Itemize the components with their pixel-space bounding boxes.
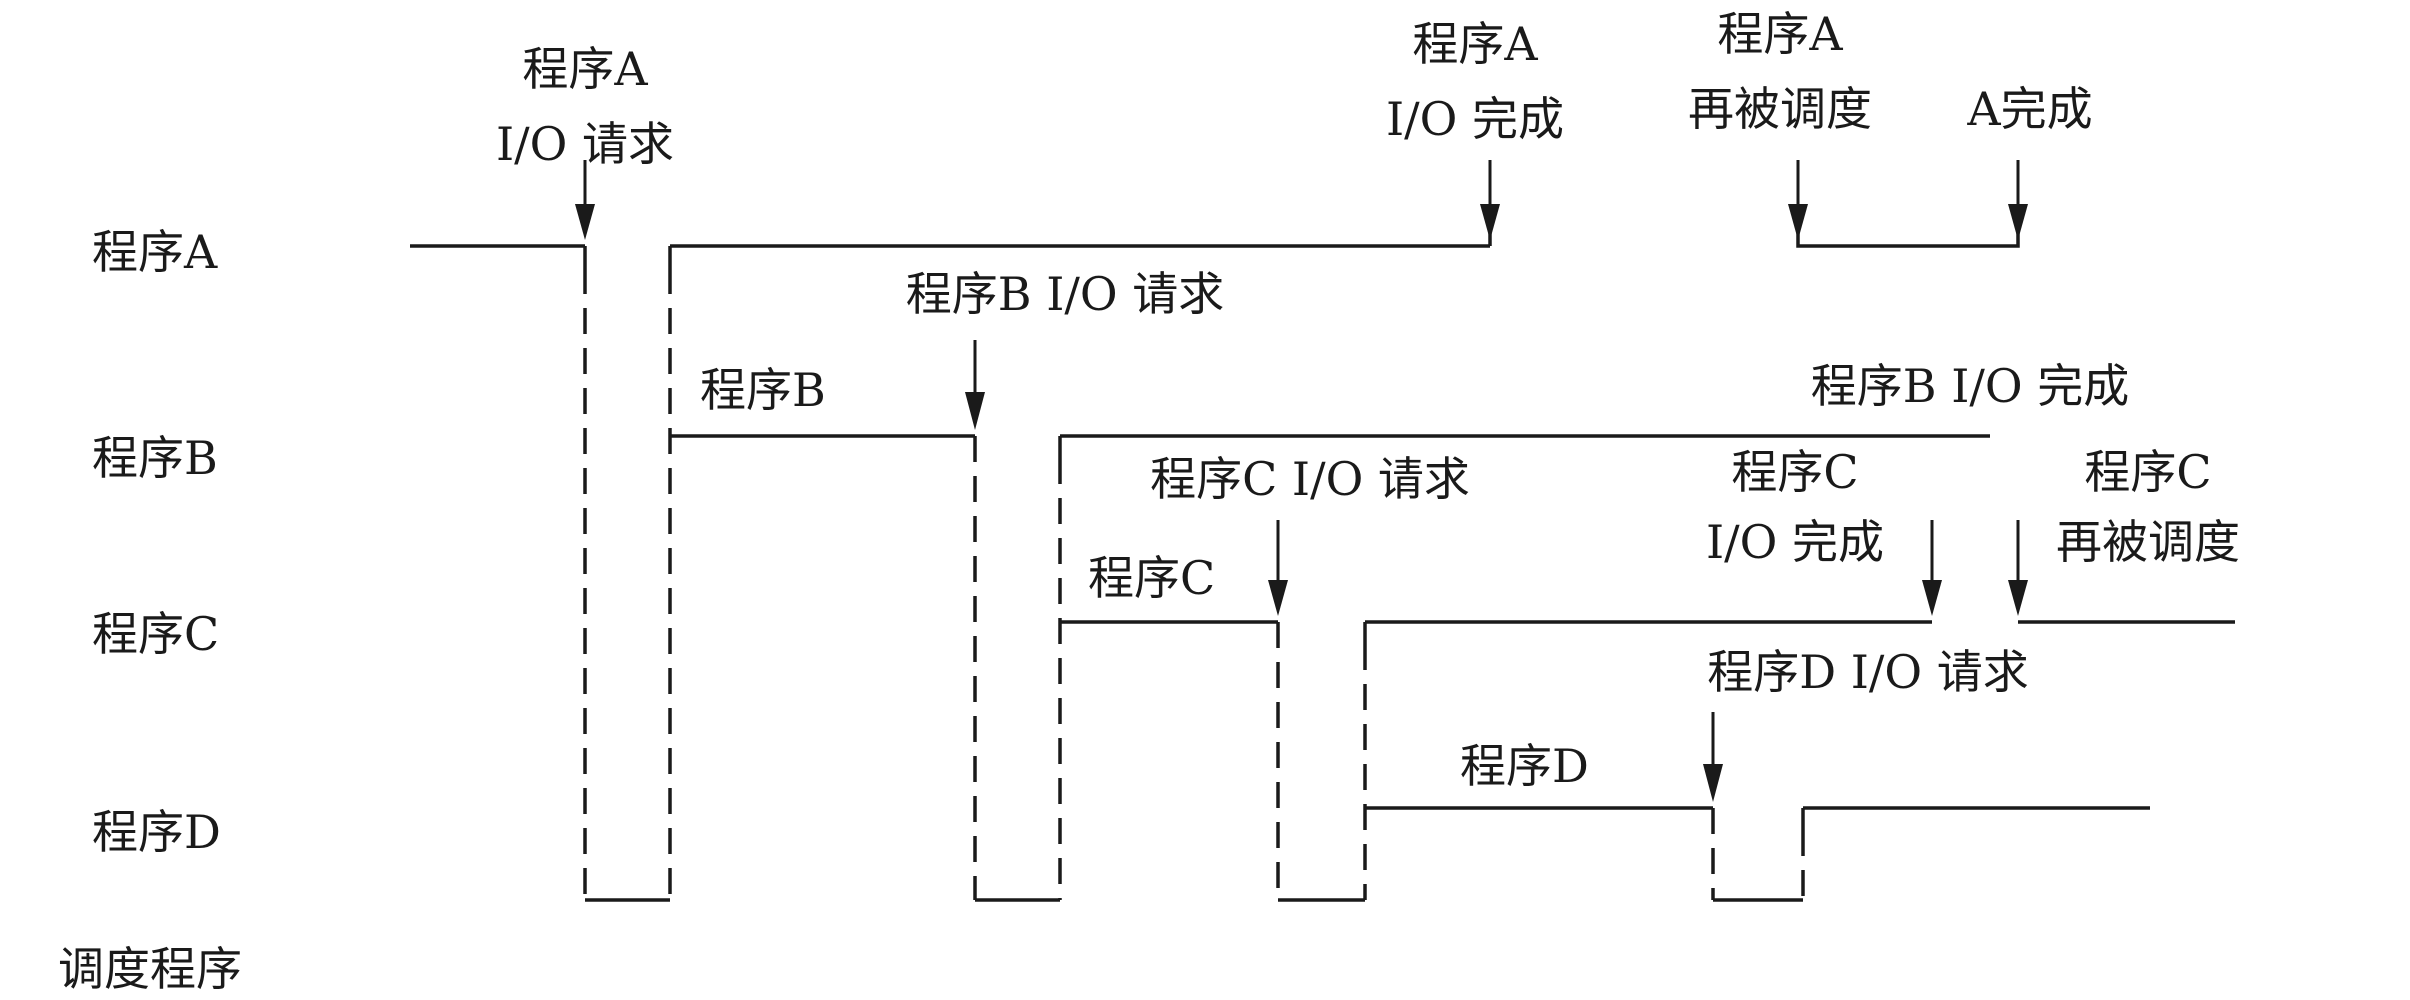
event-c-rescheduled-line1: 程序C: [2084, 445, 2211, 499]
arrow-c-io-request: [1268, 520, 1288, 616]
segment-label-c: 程序C: [1088, 551, 1215, 605]
event-a-io-complete-line1: 程序A: [1412, 17, 1538, 71]
row-label-a: 程序A: [92, 225, 218, 279]
event-a-io-request-line2: I/O 请求: [496, 117, 674, 171]
arrow-a-io-complete: [1480, 160, 1500, 240]
event-a-rescheduled-line1: 程序A: [1717, 7, 1843, 61]
event-a-io-request-line1: 程序A: [522, 42, 648, 96]
arrow-b-io-request: [965, 340, 985, 430]
event-a-rescheduled-line2: 再被调度: [1688, 82, 1872, 136]
row-label-b: 程序B: [92, 431, 218, 485]
event-d-io-request: 程序D I/O 请求: [1707, 645, 2029, 699]
arrow-d-io-request: [1703, 712, 1723, 802]
event-a-complete: A完成: [1966, 82, 2092, 136]
arrow-a-complete: [2008, 160, 2028, 240]
event-c-rescheduled-line2: 再被调度: [2056, 515, 2240, 569]
arrow-a-io-request: [575, 160, 595, 240]
event-c-io-complete-line2: I/O 完成: [1706, 515, 1884, 569]
row-label-scheduler: 调度程序: [58, 942, 242, 996]
row-label-d: 程序D: [92, 805, 221, 859]
event-c-io-request: 程序C I/O 请求: [1150, 452, 1470, 506]
segment-label-d: 程序D: [1460, 739, 1589, 793]
event-b-io-request: 程序B I/O 请求: [906, 267, 1224, 321]
arrow-c-rescheduled: [2008, 520, 2028, 616]
event-a-io-complete-line2: I/O 完成: [1386, 92, 1564, 146]
event-b-io-complete: 程序B I/O 完成: [1811, 359, 2129, 413]
event-c-io-complete-line1: 程序C: [1731, 445, 1858, 499]
row-label-c: 程序C: [92, 607, 219, 661]
arrow-c-io-complete: [1922, 520, 1942, 616]
segment-label-b: 程序B: [700, 363, 826, 417]
program-a-run-3: [1796, 210, 2020, 248]
arrow-a-rescheduled: [1788, 160, 1808, 240]
